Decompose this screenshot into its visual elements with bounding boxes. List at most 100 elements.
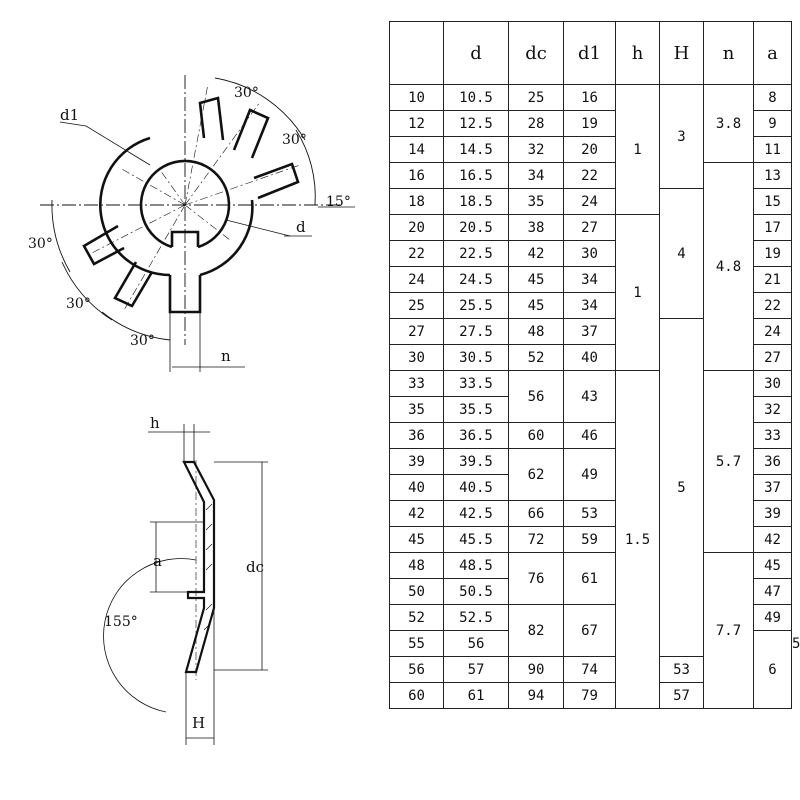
table-row: 56 57 90 74 53 <box>389 656 792 683</box>
cell-d1: 53 <box>563 500 616 527</box>
cell-dc: 42 <box>508 240 564 267</box>
cell-a: 27 <box>753 344 792 371</box>
cell-a: 53 <box>659 656 704 683</box>
header-d: d <box>443 21 509 85</box>
label-angle-30-top: 30° <box>234 85 259 101</box>
cell-H: 6 <box>753 630 792 709</box>
table-row: 45 45.5 72 59 42 <box>389 526 792 553</box>
cell-dc: 90 <box>508 656 564 683</box>
cell-size: 50 <box>389 578 444 605</box>
table-row: 10 10.5 25 16 1 3 3.8 8 <box>389 84 792 215</box>
table-row: 35 35.5 32 <box>389 396 792 423</box>
cell-n: 5.7 <box>703 370 754 553</box>
cell-size: 30 <box>389 344 444 371</box>
cell-a: 39 <box>753 500 792 527</box>
header-h: h <box>615 21 660 85</box>
cell-d: 39.5 <box>443 448 509 475</box>
cell-a: 32 <box>753 396 792 423</box>
cell-dc: 45 <box>508 266 564 293</box>
cell-size: 35 <box>389 396 444 423</box>
cell-d1: 24 <box>563 188 616 215</box>
label-H: H <box>192 714 205 732</box>
cell-d: 10.5 <box>443 84 509 111</box>
label-angle-30-right: 30° <box>282 132 307 148</box>
table-row: 55 56 6 52 <box>389 630 800 709</box>
cell-dc: 34 <box>508 162 564 189</box>
cell-d1: 37 <box>563 318 616 345</box>
table-row: 39 39.5 62 49 36 <box>389 448 792 501</box>
cell-d1: 61 <box>563 552 616 605</box>
cell-d1: 22 <box>563 162 616 189</box>
cell-dc: 38 <box>508 214 564 241</box>
cell-size: 27 <box>389 318 444 345</box>
cell-dc: 52 <box>508 344 564 371</box>
cell-d: 56 <box>443 630 509 657</box>
cell-a: 42 <box>753 526 792 553</box>
cell-size: 12 <box>389 110 444 137</box>
cell-a: 17 <box>753 214 792 241</box>
washer-side-view <box>103 424 268 745</box>
cell-size: 39 <box>389 448 444 475</box>
cell-a: 15 <box>753 188 792 215</box>
cell-h: 1 <box>615 214 660 371</box>
header-d1: d1 <box>563 21 616 85</box>
header-H: H <box>659 21 704 85</box>
table-row: 36 36.5 60 46 33 <box>389 422 792 449</box>
label-angle-155: 155° <box>104 614 138 630</box>
cell-size: 10 <box>389 84 444 111</box>
table-row: 12 12.5 28 19 9 <box>389 110 792 137</box>
cell-H: 3 <box>659 84 704 189</box>
cell-dc: 48 <box>508 318 564 345</box>
table-row: 33 33.5 56 43 1.5 5.7 30 <box>389 370 792 709</box>
cell-H: 5 <box>659 318 704 657</box>
cell-n: 3.8 <box>703 84 754 163</box>
cell-d1: 49 <box>563 448 616 501</box>
cell-dc: 32 <box>508 136 564 163</box>
table-row: 16 16.5 34 22 4.8 13 <box>389 162 792 371</box>
cell-d: 14.5 <box>443 136 509 163</box>
label-d1: d1 <box>60 106 79 124</box>
cell-a: 8 <box>753 84 792 111</box>
cell-size: 25 <box>389 292 444 319</box>
cell-d: 33.5 <box>443 370 509 397</box>
cell-d1: 59 <box>563 526 616 553</box>
label-n: n <box>221 347 231 365</box>
cell-size: 40 <box>389 474 444 501</box>
label-angle-30-left: 30° <box>28 236 53 252</box>
cell-d: 36.5 <box>443 422 509 449</box>
cell-d1: 20 <box>563 136 616 163</box>
cell-d1: 40 <box>563 344 616 371</box>
cell-a: 21 <box>753 266 792 293</box>
label-angle-15: 15° <box>326 194 351 210</box>
cell-a: 11 <box>753 136 792 163</box>
header-dc: dc <box>508 21 564 85</box>
table-row: 48 48.5 76 61 7.7 45 <box>389 552 792 709</box>
dimension-table: d dc d1 h H n a 10 10.5 25 16 1 3 3.8 8 … <box>389 21 800 709</box>
cell-d1: 79 <box>563 682 616 709</box>
cell-a: 37 <box>753 474 792 501</box>
table-row: 24 24.5 45 34 21 <box>389 266 792 293</box>
cell-dc: 82 <box>508 604 564 657</box>
cell-a: 36 <box>753 448 792 475</box>
cell-d: 16.5 <box>443 162 509 189</box>
cell-size: 14 <box>389 136 444 163</box>
cell-dc: 25 <box>508 84 564 111</box>
table-header-row: d dc d1 h H n a <box>389 21 792 85</box>
cell-d: 12.5 <box>443 110 509 137</box>
cell-size: 56 <box>389 656 444 683</box>
label-angle-30-lowleft: 30° <box>66 296 91 312</box>
cell-size: 18 <box>389 188 444 215</box>
cell-dc: 28 <box>508 110 564 137</box>
cell-d1: 46 <box>563 422 616 449</box>
cell-d1: 27 <box>563 214 616 241</box>
cell-d: 61 <box>443 682 509 709</box>
header-n: n <box>703 21 754 85</box>
cell-size: 55 <box>389 630 444 657</box>
cell-a: 47 <box>753 578 792 605</box>
cell-d1: 34 <box>563 292 616 319</box>
cell-h: 1.5 <box>615 370 660 709</box>
cell-d1: 34 <box>563 266 616 293</box>
cell-d: 18.5 <box>443 188 509 215</box>
cell-d: 25.5 <box>443 292 509 319</box>
cell-a: 13 <box>753 162 792 189</box>
